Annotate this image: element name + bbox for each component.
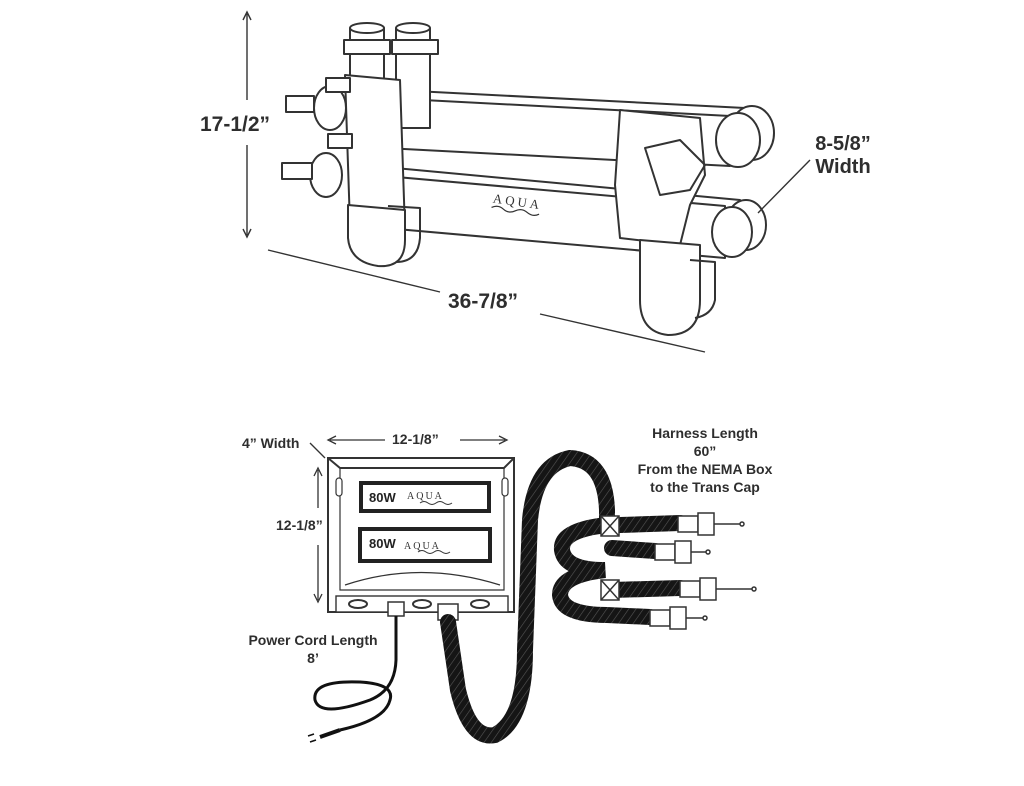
height-arrow-down — [242, 228, 252, 239]
harness-main-run — [440, 449, 615, 744]
right-drop-pipe — [639, 239, 701, 336]
ballast-1-wattage: 80W — [369, 490, 396, 505]
length-dim-line-left — [267, 249, 441, 293]
cord-coil — [313, 616, 398, 732]
harness-length-label: Harness Length 60” From the NEMA Box to … — [625, 424, 785, 496]
unit-width-word: Width — [815, 156, 871, 178]
harness-line-4: to the Trans Cap — [650, 479, 760, 495]
knockout-1 — [348, 599, 368, 609]
ballast-1 — [359, 481, 491, 513]
box-depth-label: 4” Width — [242, 435, 300, 451]
unit-width-label: 8-5/8” Width — [808, 133, 878, 179]
harness-hose — [437, 449, 688, 744]
box-height-label: 12-1/8” — [276, 517, 323, 533]
riser-top-b — [395, 22, 431, 34]
height-arrow-up — [242, 10, 252, 21]
box-dimension-lines — [309, 435, 509, 604]
box-right-slot — [501, 477, 509, 497]
power-cord-label: Power Cord Length 8’ — [240, 631, 386, 667]
unit-height-label: 17-1/2” — [200, 113, 271, 136]
trans-cap-connectors — [649, 512, 757, 630]
power-cord-line-2: 8’ — [307, 650, 319, 666]
cord-plug — [319, 728, 341, 739]
union-nut-a — [343, 39, 391, 55]
fitting-top-nipple — [325, 77, 351, 93]
unit-logo-text: AQUA — [492, 191, 543, 213]
box-left-slot — [335, 477, 343, 497]
fitting-lower-barb — [281, 162, 313, 180]
left-drop-elbow — [347, 204, 406, 268]
trans-cap-4 — [649, 606, 708, 630]
box-top-flange — [327, 457, 515, 469]
box-inner-wall — [339, 468, 505, 591]
harness-branch-upper — [612, 515, 688, 533]
harness-line-1: Harness Length — [652, 425, 758, 441]
trans-cap-2 — [654, 540, 711, 564]
union-nut-b — [391, 39, 439, 55]
riser-top-a — [349, 22, 385, 34]
ballast-2 — [358, 527, 492, 563]
unit-dimension-lines — [242, 10, 811, 353]
harness-branch-lower — [551, 517, 658, 625]
harness-line-3: From the NEMA Box — [637, 461, 773, 477]
box-internal-wiring — [344, 571, 501, 586]
lower-front-tube-cap — [711, 206, 753, 258]
ballast-2-wattage: 80W — [369, 536, 396, 551]
upper-front-tube-cap — [715, 112, 761, 168]
ballast-1-logo: AQUA — [407, 491, 444, 502]
cord-strain-relief — [387, 601, 405, 617]
uv-sterilizer-unit — [281, 22, 775, 336]
trans-cap-1 — [677, 512, 745, 536]
fitting-middle-nipple — [327, 133, 353, 149]
fitting-upper-barb — [285, 95, 315, 113]
knockout-3 — [470, 599, 490, 609]
length-dim-line-right — [539, 313, 706, 353]
depth-leader — [309, 442, 326, 459]
ballast-2-logo: AQUA — [404, 541, 441, 552]
harness-line-2: 60” — [693, 443, 717, 459]
trans-cap-3 — [679, 577, 757, 601]
box-width-label: 12-1/8” — [392, 431, 439, 447]
unit-aqua-logo: AQUA — [491, 191, 543, 216]
fitting-lower-collar — [309, 152, 343, 198]
knockout-2 — [412, 599, 432, 609]
right-tee — [644, 139, 706, 196]
harness-tees — [600, 515, 620, 601]
width-leader-line — [757, 159, 811, 214]
unit-width-value: 8-5/8” — [815, 133, 871, 155]
power-cord-line-1: Power Cord Length — [248, 632, 378, 648]
harness-branch-mid — [604, 540, 663, 559]
unit-length-label: 36-7/8” — [448, 290, 519, 313]
harness-branch-low2 — [604, 580, 688, 598]
right-elbow — [689, 259, 716, 319]
power-cord — [307, 601, 405, 743]
left-drop-elbow-back — [387, 205, 421, 263]
